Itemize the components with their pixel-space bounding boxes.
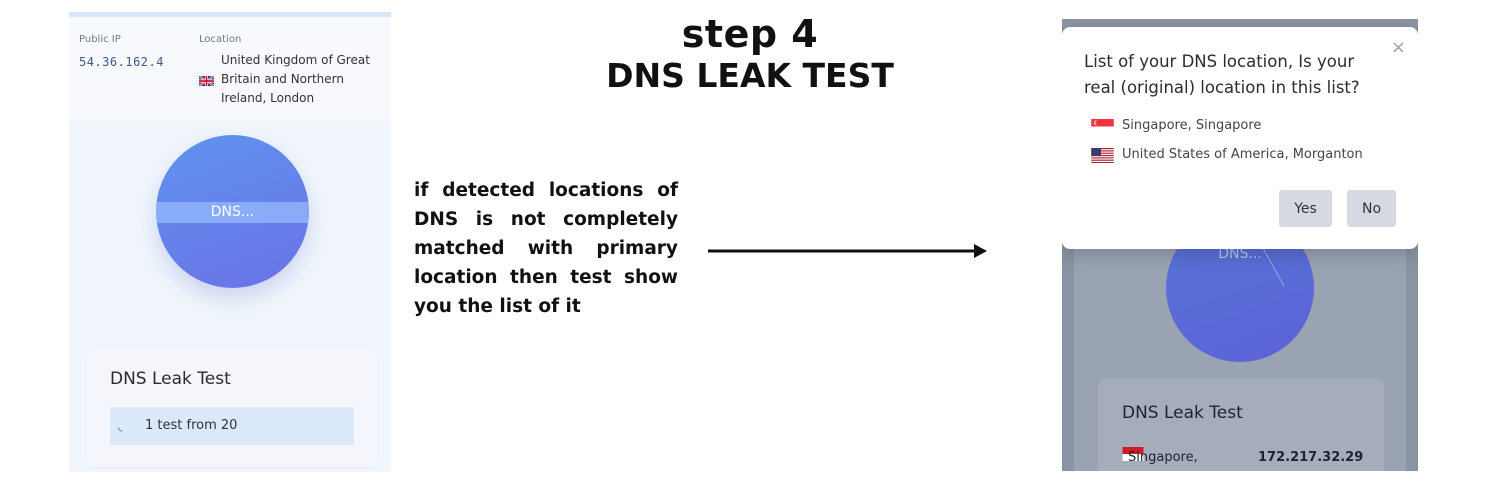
dns-location-modal: × List of your DNS location, Is your rea… [1062, 27, 1418, 249]
left-app-screenshot: Public IP Location 54.36.162.4 United Ki… [69, 12, 391, 472]
dns-leak-card: DNS Leak Test ◟ 1 test from 20 [86, 345, 378, 467]
public-ip-label: Public IP [79, 34, 121, 45]
dns-leak-title: DNS Leak Test [110, 369, 231, 389]
location-label: Location [199, 34, 242, 45]
singapore-flag-icon [1122, 447, 1144, 461]
ip-info-panel: Public IP Location 54.36.162.4 United Ki… [69, 17, 391, 120]
bg-dns-leak-title: DNS Leak Test [1122, 403, 1243, 423]
dns-progress-circle: DNS... [156, 135, 309, 288]
location-value: United Kingdom of Great Britain and Nort… [221, 53, 370, 105]
spinner-icon: ◟ [118, 420, 123, 433]
singapore-flag-icon [1091, 119, 1114, 134]
bg-dns-leak-card: DNS Leak Test Singapore, 172.217.32.29 [1098, 379, 1384, 471]
bg-ip-text: 172.217.32.29 [1258, 450, 1364, 465]
step-subtitle: DNS LEAK TEST [606, 56, 894, 95]
location-text: Singapore, Singapore [1122, 118, 1262, 133]
test-progress-box: ◟ 1 test from 20 [110, 407, 354, 445]
bg-dns-circle-label: DNS... [1218, 246, 1262, 262]
usa-flag-icon [1091, 148, 1114, 163]
top-bar [69, 12, 391, 17]
no-button[interactable]: No [1347, 190, 1396, 227]
close-icon[interactable]: × [1390, 37, 1406, 58]
location-text: United States of America, Morganton [1122, 147, 1363, 162]
step-title: step 4 [681, 12, 819, 56]
modal-question: List of your DNS location, Is your real … [1084, 52, 1360, 97]
step-description: if detected locations of DNS is not comp… [414, 180, 678, 317]
progress-text: 1 test from 20 [145, 418, 238, 433]
uk-flag-icon [199, 76, 214, 86]
right-app-screenshot: DNS... DNS Leak Test Singapore, 172.217.… [1062, 19, 1418, 471]
dns-circle-label: DNS... [210, 204, 255, 220]
arrow-right-icon [708, 244, 987, 258]
dns-scan-band [156, 202, 309, 223]
public-ip-value: 54.36.162.4 [79, 55, 164, 69]
yes-button[interactable]: Yes [1279, 190, 1332, 227]
bg-location-text: Singapore, [1128, 450, 1198, 465]
